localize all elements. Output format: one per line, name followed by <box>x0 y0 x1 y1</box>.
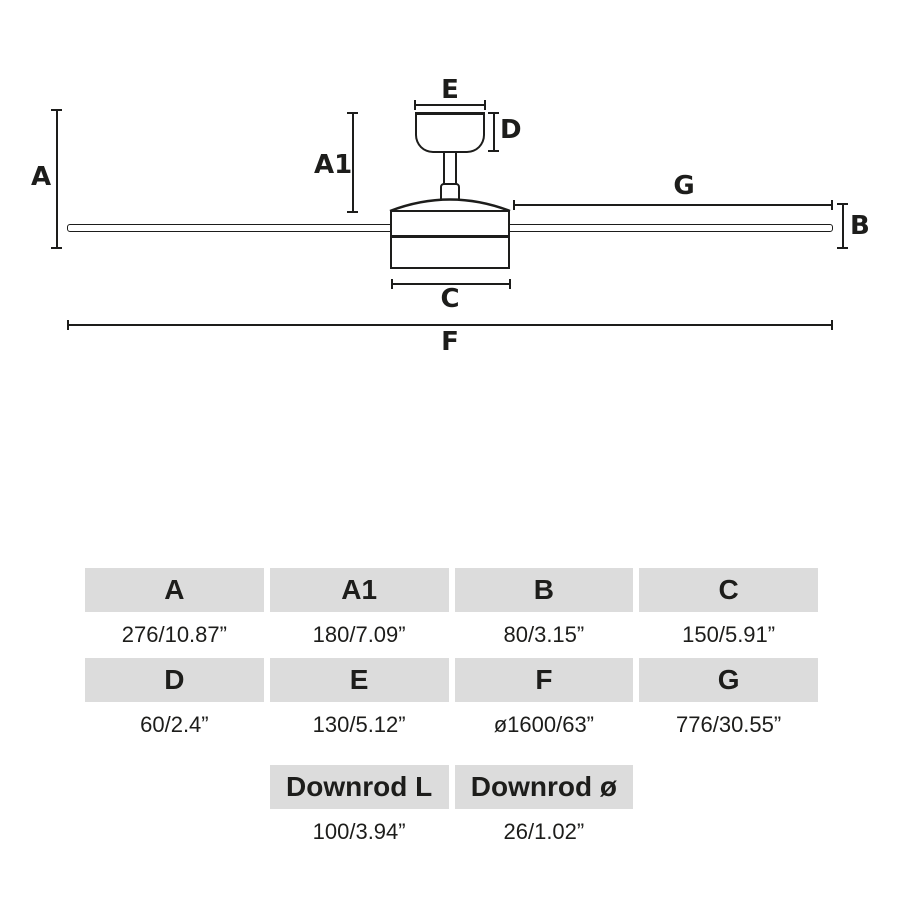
spec-table: A A1 B C 276/10.87” 180/7.09” 80/3.15” 1… <box>85 568 818 854</box>
value-cell-b: 80/3.15” <box>454 612 634 658</box>
dim-label-d: D <box>500 115 522 145</box>
blade-left <box>67 224 393 232</box>
dim-label-e: E <box>441 75 459 105</box>
header-cell-f: F <box>454 658 634 702</box>
ceiling-canopy <box>415 112 485 153</box>
dim-tick <box>51 108 62 111</box>
dim-line <box>56 110 58 249</box>
dim-tick <box>484 99 487 110</box>
value-cell-a1: 180/7.09” <box>269 612 449 658</box>
header-cell-c: C <box>639 568 818 612</box>
value-cell-g: 776/30.55” <box>639 702 818 748</box>
dim-tick <box>488 112 499 115</box>
motor-divider-line <box>390 235 510 238</box>
value-cell-e: 130/5.12” <box>269 702 449 748</box>
dim-line <box>415 104 485 106</box>
value-cell-downrod-length: 100/3.94” <box>269 809 449 854</box>
header-cell-b: B <box>454 568 634 612</box>
dim-tick <box>837 202 848 205</box>
dim-label-a1: A1 <box>314 150 353 180</box>
header-cell-a1: A1 <box>269 568 449 612</box>
dim-tick <box>66 319 69 330</box>
value-cell-d: 60/2.4” <box>85 702 264 748</box>
value-cell-downrod-diameter: 26/1.02” <box>454 809 634 854</box>
dim-label-f: F <box>441 327 459 357</box>
blade-right <box>507 224 833 232</box>
value-cell-f: ø1600/63” <box>454 702 634 748</box>
header-cell-a: A <box>85 568 264 612</box>
dim-line <box>352 113 354 212</box>
dim-line <box>514 204 832 206</box>
header-cell-e: E <box>269 658 449 702</box>
dim-tick <box>51 247 62 250</box>
motor-dome <box>389 198 511 212</box>
header-cell-g: G <box>639 658 818 702</box>
header-cell-d: D <box>85 658 264 702</box>
header-cell-downrod-diameter: Downrod ø <box>454 765 634 809</box>
dim-tick <box>347 210 358 213</box>
header-cell-downrod-length: Downrod L <box>269 765 449 809</box>
downrod <box>443 150 457 187</box>
dim-tick <box>347 111 358 114</box>
dim-label-c: C <box>440 284 460 314</box>
dim-line <box>391 283 510 285</box>
dim-tick <box>390 278 393 289</box>
dim-label-g: G <box>673 171 695 201</box>
dim-tick <box>488 150 499 153</box>
dim-tick <box>413 99 416 110</box>
dim-line <box>842 204 844 248</box>
dim-label-b: B <box>850 211 870 241</box>
dim-tick <box>837 246 848 249</box>
dim-tick <box>508 278 511 289</box>
dim-line <box>493 113 495 152</box>
dim-label-a: A <box>31 162 52 192</box>
dim-line <box>67 324 832 326</box>
motor-housing <box>390 210 510 269</box>
dim-tick <box>830 199 833 210</box>
dim-tick <box>513 199 516 210</box>
dim-tick <box>830 319 833 330</box>
value-cell-c: 150/5.91” <box>639 612 818 658</box>
value-cell-a: 276/10.87” <box>85 612 264 658</box>
